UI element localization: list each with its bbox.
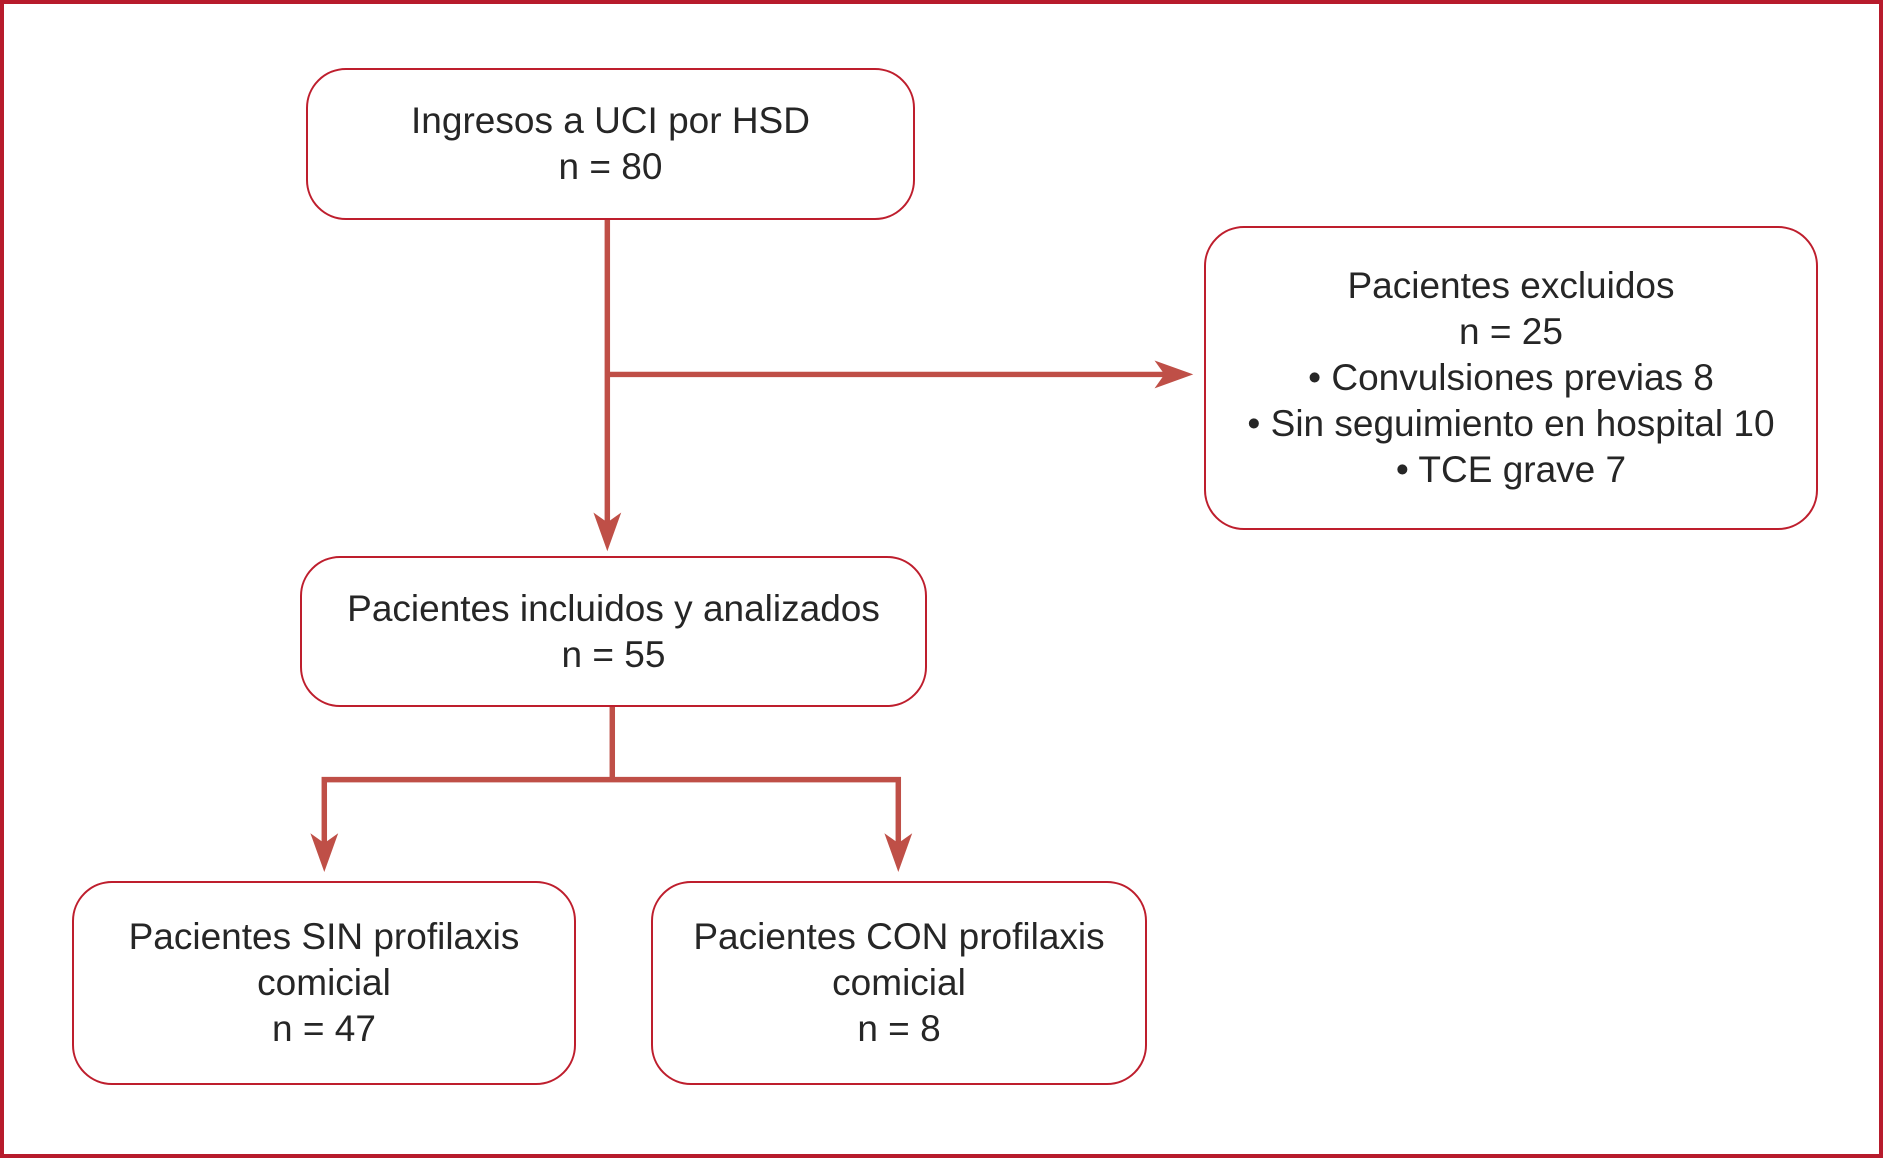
box-line: Pacientes SIN profilaxis — [128, 916, 520, 957]
connector-arrows — [310, 218, 1194, 872]
box-line: comicial — [257, 962, 391, 1003]
exclusion-reason: • TCE grave 7 — [1395, 449, 1627, 490]
arrowhead-down-included — [593, 512, 622, 552]
box-count: n = 55 — [561, 633, 666, 675]
arrowhead-right-excluded — [1154, 360, 1194, 389]
box-excluded-patients: Pacientes excluidos n = 25 • Convulsione… — [1204, 226, 1818, 530]
box-line: Ingresos a UCI por HSD — [411, 100, 810, 141]
box-with-prophylaxis: Pacientes CON profilaxis comicial n = 8 — [651, 881, 1147, 1085]
box-count: n = 25 — [1459, 311, 1563, 352]
exclusion-reason: • Convulsiones previas 8 — [1308, 357, 1714, 398]
box-count: n = 47 — [272, 1008, 376, 1049]
branch-connector — [321, 702, 902, 845]
box-line: Pacientes CON profilaxis — [693, 916, 1105, 957]
arrowhead-down-sin — [310, 833, 339, 872]
box-count: n = 80 — [558, 146, 663, 187]
box-included-patients: Pacientes incluidos y analizados n = 55 — [300, 556, 927, 707]
arrowhead-down-con — [884, 833, 913, 872]
box-count: n = 8 — [857, 1008, 941, 1049]
box-uci-admissions: Ingresos a UCI por HSD n = 80 — [306, 68, 915, 220]
box-line: Pacientes excluidos — [1347, 265, 1675, 306]
box-line: Pacientes incluidos y analizados — [347, 587, 880, 629]
exclusion-reason: • Sin seguimiento en hospital 10 — [1247, 403, 1775, 444]
box-line: comicial — [832, 962, 966, 1003]
box-without-prophylaxis: Pacientes SIN profilaxis comicial n = 47 — [72, 881, 576, 1085]
